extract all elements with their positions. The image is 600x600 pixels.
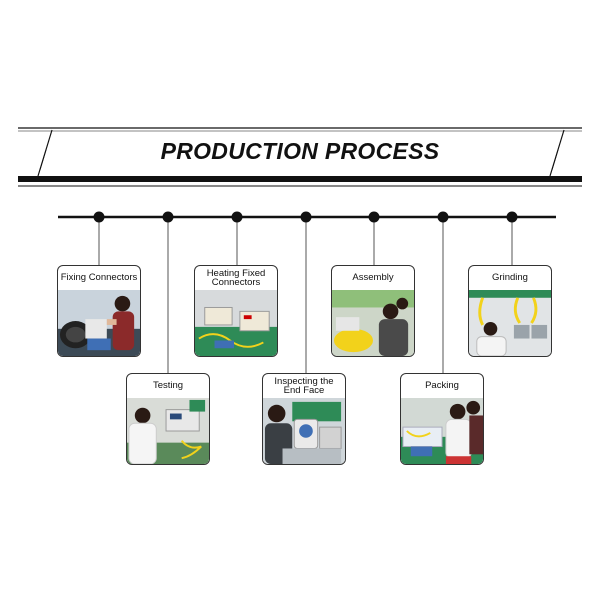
step-card-fixing-connectors: Fixing Connectors (57, 265, 141, 357)
page-title: PRODUCTION PROCESS (160, 138, 440, 164)
step-photo-fixing-connectors (58, 290, 140, 356)
step-photo-packing (401, 398, 483, 464)
timeline-dot (437, 211, 449, 223)
process-timeline (58, 211, 556, 373)
step-card-inspecting-end-face: Inspecting the End Face (262, 373, 346, 465)
step-label: Fixing Connectors (60, 272, 138, 284)
step-label: Heating Fixed Connectors (206, 267, 266, 288)
timeline-dot (231, 211, 243, 223)
timeline-dot (93, 211, 105, 223)
step-label: Testing (152, 380, 184, 392)
step-card-grinding: Grinding (468, 265, 552, 357)
timeline-dot (506, 211, 518, 223)
banner-graphic (18, 127, 582, 187)
timeline-dot (162, 211, 174, 223)
step-photo-heating (195, 290, 277, 356)
step-card-heating-fixed-connectors: Heating Fixed Connectors (194, 265, 278, 357)
timeline-dot (368, 211, 380, 223)
step-photo-assembly (332, 290, 414, 356)
step-label: Inspecting the End Face (274, 375, 334, 396)
step-photo-grinding (469, 290, 551, 356)
step-card-assembly: Assembly (331, 265, 415, 357)
step-photo-inspecting (263, 398, 345, 464)
step-label: Assembly (352, 272, 394, 284)
step-card-packing: Packing (400, 373, 484, 465)
step-label: Grinding (492, 272, 528, 284)
title-banner: PRODUCTION PROCESS (0, 0, 600, 200)
timeline-dot (300, 211, 312, 223)
step-photo-testing (127, 398, 209, 464)
step-card-testing: Testing (126, 373, 210, 465)
step-label: Packing (425, 380, 459, 392)
